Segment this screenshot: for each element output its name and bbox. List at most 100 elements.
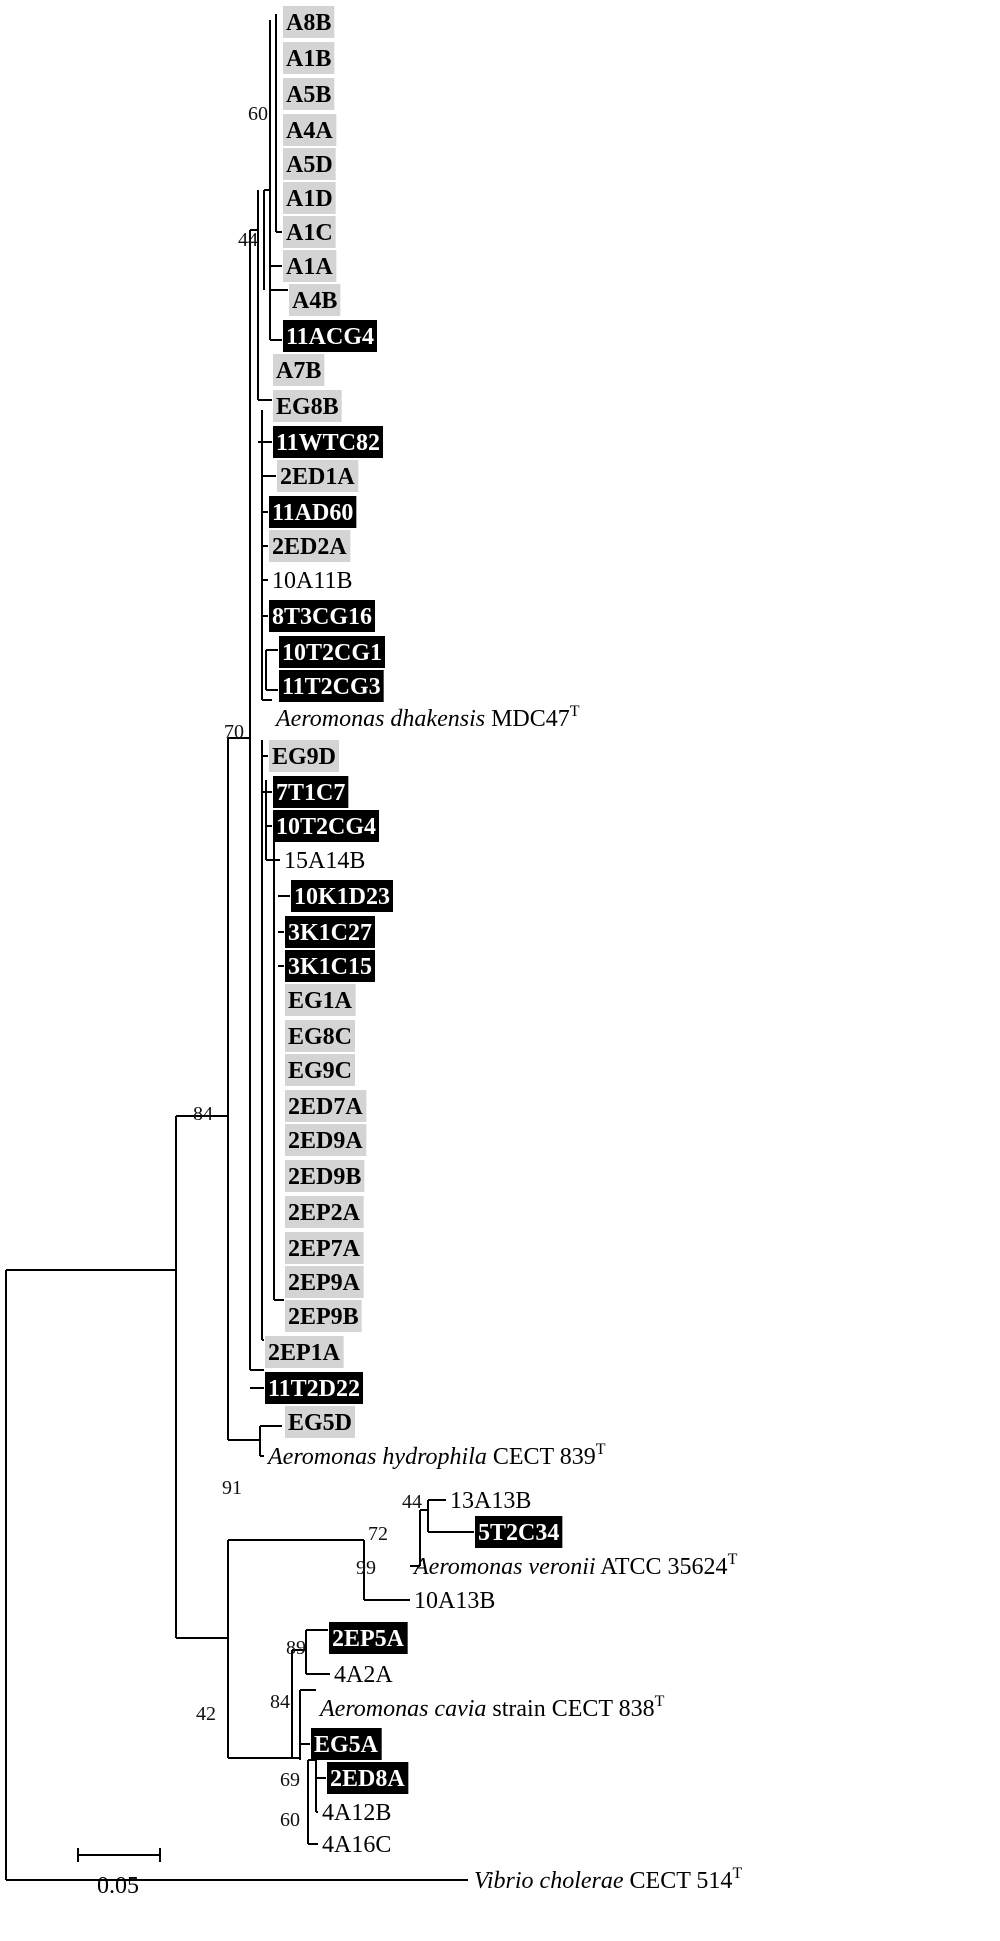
leaf-label-eg5d: EG5D bbox=[288, 1410, 352, 1436]
species-genus: Aeromonas veronii bbox=[412, 1554, 596, 1580]
leaf-label-eg8b: EG8B bbox=[276, 394, 339, 420]
leaf-label-2ed8a: 2ED8A bbox=[330, 1766, 405, 1792]
grey-highlight bbox=[277, 460, 359, 492]
leaf-label-eg5a: EG5A bbox=[314, 1732, 379, 1758]
leaf-label-10t2cg4: 10T2CG4 bbox=[276, 814, 376, 840]
grey-highlight bbox=[285, 1020, 356, 1052]
bootstrap-value: 60 bbox=[248, 103, 268, 125]
grey-highlight bbox=[265, 1336, 344, 1368]
leaf-label-2ed2a: 2ED2A bbox=[272, 534, 347, 560]
black-highlight bbox=[285, 950, 375, 982]
grey-highlight bbox=[285, 1124, 367, 1156]
species-genus: Vibrio cholerae bbox=[474, 1868, 624, 1894]
black-highlight bbox=[273, 810, 380, 842]
species-genus: Aeromonas hydrophila bbox=[266, 1444, 487, 1470]
leaf-label-3k1c27: 3K1C27 bbox=[288, 920, 372, 946]
leaf-label-a5b: A5B bbox=[286, 82, 331, 108]
bootstrap-value: 60 bbox=[280, 1809, 300, 1831]
leaf-label-11t2cg3: 11T2CG3 bbox=[282, 674, 381, 700]
black-highlight bbox=[279, 636, 386, 668]
label-highlights bbox=[265, 6, 563, 1794]
species-label: Aeromonas dhakensis MDC47T bbox=[274, 703, 580, 732]
black-highlight bbox=[285, 916, 375, 948]
grey-highlight bbox=[283, 250, 337, 282]
bootstrap-value: 70 bbox=[224, 721, 244, 743]
leaf-label-2ed9a: 2ED9A bbox=[288, 1128, 363, 1154]
bootstrap-value: 69 bbox=[280, 1769, 300, 1791]
leaf-label-2ep5a: 2EP5A bbox=[332, 1626, 405, 1652]
grey-highlight bbox=[285, 1300, 362, 1332]
grey-highlight bbox=[283, 78, 335, 110]
strain-id: strain CECT 838 bbox=[486, 1696, 654, 1722]
leaf-label-a7b: A7B bbox=[276, 358, 321, 384]
grey-highlight bbox=[285, 1054, 356, 1086]
grey-highlight bbox=[283, 114, 337, 146]
grey-highlight bbox=[285, 1160, 365, 1192]
black-highlight bbox=[265, 1372, 364, 1404]
leaf-label-eg9c: EG9C bbox=[288, 1058, 352, 1084]
leaf-label-10a11b: 10A11B bbox=[272, 568, 352, 594]
scale-bar-label: 0.05 bbox=[97, 1873, 139, 1899]
leaf-label-a1d: A1D bbox=[286, 186, 333, 212]
grey-highlight bbox=[269, 530, 351, 562]
leaf-label-a5d: A5D bbox=[286, 152, 333, 178]
bootstrap-value: 99 bbox=[356, 1557, 376, 1579]
leaf-labels: A8BA1BA5BA4AA5DA1DA1CA1AA4B11ACG4A7BEG8B… bbox=[266, 10, 742, 1894]
leaf-label-15a14b: 15A14B bbox=[284, 848, 365, 874]
grey-highlight bbox=[273, 354, 325, 386]
leaf-label-2ep1a: 2EP1A bbox=[268, 1340, 341, 1366]
leaf-label-11wtc82: 11WTC82 bbox=[276, 430, 380, 456]
bootstrap-value: 72 bbox=[368, 1523, 388, 1545]
strain-id: CECT 839 bbox=[487, 1444, 596, 1470]
grey-highlight bbox=[285, 1406, 356, 1438]
leaf-label-10k1d23: 10K1D23 bbox=[294, 884, 390, 910]
leaf-label-eg1a: EG1A bbox=[288, 988, 353, 1014]
bootstrap-value: 44 bbox=[238, 229, 258, 251]
leaf-label-eg9d: EG9D bbox=[272, 744, 336, 770]
bootstrap-value: 44 bbox=[402, 1491, 422, 1513]
black-highlight bbox=[283, 320, 378, 352]
grey-highlight bbox=[283, 42, 335, 74]
bootstrap-value: 42 bbox=[196, 1703, 216, 1725]
leaf-label-7t1c7: 7T1C7 bbox=[276, 780, 345, 806]
leaf-label-a1a: A1A bbox=[286, 254, 333, 280]
leaf-label-eg8c: EG8C bbox=[288, 1024, 352, 1050]
bootstrap-value: 89 bbox=[286, 1637, 306, 1659]
leaf-label-a8b: A8B bbox=[286, 10, 331, 36]
leaf-label-13a13b: 13A13B bbox=[450, 1488, 531, 1514]
black-highlight bbox=[279, 670, 384, 702]
species-label: Aeromonas veronii ATCC 35624T bbox=[412, 1551, 738, 1580]
scale-bar: 0.05 bbox=[77, 1848, 161, 1899]
leaf-label-2ep2a: 2EP2A bbox=[288, 1200, 361, 1226]
strain-id: ATCC 35624 bbox=[596, 1554, 728, 1580]
leaf-label-10a13b: 10A13B bbox=[414, 1588, 495, 1614]
leaf-label-8t3cg16: 8T3CG16 bbox=[272, 604, 372, 630]
grey-highlight bbox=[283, 182, 336, 214]
leaf-label-11t2d22: 11T2D22 bbox=[268, 1376, 360, 1402]
leaf-label-2ep7a: 2EP7A bbox=[288, 1236, 361, 1262]
grey-highlight bbox=[273, 390, 342, 422]
leaf-label-11acg4: 11ACG4 bbox=[286, 324, 374, 350]
black-highlight bbox=[273, 776, 349, 808]
grey-highlight bbox=[285, 1232, 364, 1264]
leaf-label-a1b: A1B bbox=[286, 46, 331, 72]
black-highlight bbox=[291, 880, 393, 912]
grey-highlight bbox=[285, 1090, 367, 1122]
species-label: Aeromonas hydrophila CECT 839T bbox=[266, 1441, 606, 1470]
leaf-label-a4a: A4A bbox=[286, 118, 333, 144]
leaf-label-11ad60: 11AD60 bbox=[272, 500, 353, 526]
leaf-label-4a12b: 4A12B bbox=[322, 1800, 391, 1826]
black-highlight bbox=[329, 1622, 408, 1654]
black-highlight bbox=[327, 1762, 409, 1794]
species-label: Vibrio cholerae CECT 514T bbox=[474, 1865, 742, 1894]
leaf-label-2ed1a: 2ED1A bbox=[280, 464, 355, 490]
black-highlight bbox=[273, 426, 384, 458]
strain-id: CECT 514 bbox=[624, 1868, 733, 1894]
black-highlight bbox=[475, 1516, 563, 1548]
leaf-label-3k1c15: 3K1C15 bbox=[288, 954, 372, 980]
grey-highlight bbox=[283, 216, 336, 248]
type-strain-superscript: T bbox=[596, 1441, 606, 1458]
bootstrap-value: 84 bbox=[193, 1103, 213, 1125]
